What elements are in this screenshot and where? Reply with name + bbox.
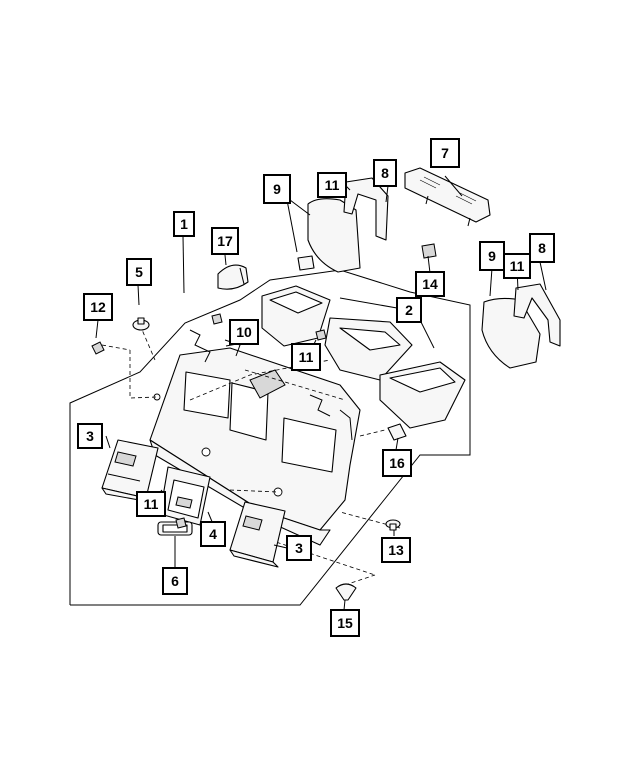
callout-4: 4: [200, 521, 226, 547]
end-cap: [217, 264, 249, 290]
svg-text:8: 8: [381, 165, 389, 181]
svg-text:1: 1: [180, 216, 188, 232]
right-trim-frame: [513, 283, 561, 347]
callout-9-left: 9: [263, 174, 291, 204]
svg-text:14: 14: [422, 276, 438, 292]
svg-text:2: 2: [405, 302, 413, 318]
svg-text:13: 13: [388, 542, 404, 558]
svg-text:3: 3: [86, 428, 94, 444]
svg-text:7: 7: [441, 145, 449, 161]
svg-text:3: 3: [295, 540, 303, 556]
svg-text:9: 9: [488, 248, 496, 264]
svg-text:5: 5: [135, 264, 143, 280]
svg-text:10: 10: [236, 324, 252, 340]
callout-17: 17: [211, 227, 239, 255]
callout-5: 5: [126, 258, 152, 286]
speaker-grille: [404, 167, 491, 227]
clip-16: [387, 423, 407, 441]
callout-13: 13: [381, 537, 411, 563]
callout-14: 14: [415, 271, 445, 297]
callout-1: 1: [173, 211, 195, 237]
callout-6: 6: [162, 567, 188, 595]
clip-12: [91, 341, 105, 355]
clip-14: [421, 243, 437, 259]
air-duct-assembly: [261, 285, 466, 429]
svg-text:4: 4: [209, 526, 217, 542]
callout-12: 12: [83, 293, 113, 321]
fastener-11-low: [175, 517, 187, 529]
pin-15: [335, 583, 357, 601]
callout-11-top: 11: [317, 172, 347, 198]
svg-text:8: 8: [538, 240, 546, 256]
push-pin: [132, 317, 150, 331]
svg-text:11: 11: [325, 177, 340, 193]
svg-text:11: 11: [144, 496, 159, 512]
svg-text:17: 17: [217, 233, 233, 249]
svg-text:9: 9: [273, 181, 281, 197]
fastener-10: [211, 313, 223, 325]
svg-text:6: 6: [171, 573, 179, 589]
callout-16: 16: [382, 449, 412, 477]
latch-handle: [157, 521, 193, 536]
callout-8-right: 8: [529, 233, 555, 263]
callout-11-right: 11: [503, 253, 531, 279]
callout-2: 2: [396, 297, 422, 323]
callout-3-left: 3: [77, 423, 103, 449]
callout-11-bottom: 11: [136, 491, 166, 517]
svg-text:12: 12: [90, 299, 106, 315]
svg-text:16: 16: [389, 455, 405, 471]
callout-9-right: 9: [479, 241, 505, 271]
callout-10: 10: [229, 319, 259, 345]
callout-8-left: 8: [373, 159, 397, 187]
callout-3-right: 3: [286, 535, 312, 561]
storage-bin-right: [229, 501, 286, 568]
storage-bin-center: [159, 466, 211, 526]
svg-text:11: 11: [299, 349, 314, 365]
svg-text:11: 11: [510, 258, 525, 274]
callout-7: 7: [430, 138, 460, 168]
screw-13: [385, 519, 401, 531]
callout-11-middle: 11: [291, 343, 321, 371]
left-quarter-trim-panel: [297, 198, 361, 273]
callout-15: 15: [330, 609, 360, 637]
fastener-11-mid: [315, 329, 327, 341]
svg-text:15: 15: [337, 615, 353, 631]
rear-trim-panel: [149, 329, 361, 546]
right-quarter-trim-panel: [481, 297, 541, 369]
